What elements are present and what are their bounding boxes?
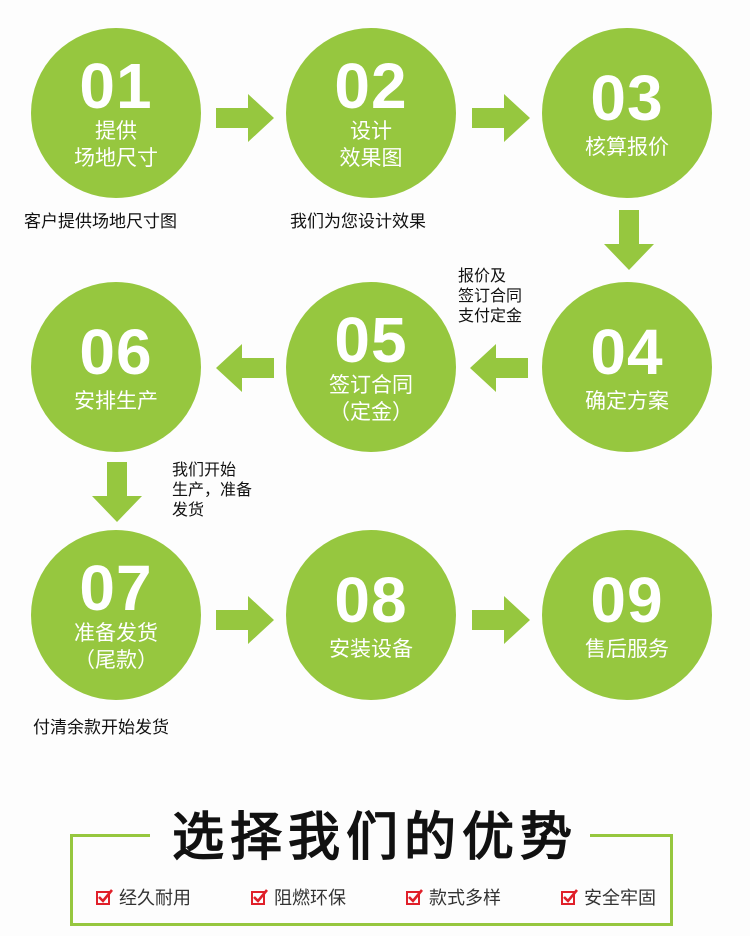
step-number: 07 bbox=[79, 552, 153, 624]
step-number: 03 bbox=[590, 61, 664, 134]
advantage-item: 阻燃环保 bbox=[251, 884, 346, 910]
note-step-01: 客户提供场地尺寸图 bbox=[24, 212, 177, 232]
step-label: （定金） bbox=[329, 400, 413, 424]
advantage-label: 阻燃环保 bbox=[274, 888, 346, 909]
advantages-list: 经久耐用 阻燃环保 款式多样 安全牢固 bbox=[96, 884, 656, 910]
step-06-circle: 06 安排生产 bbox=[31, 282, 201, 452]
step-09-circle: 09 售后服务 bbox=[542, 530, 712, 700]
note-line: 签订合同 bbox=[458, 286, 523, 305]
arrow-right-icon bbox=[472, 94, 530, 142]
step-number: 06 bbox=[79, 315, 153, 388]
step-number: 01 bbox=[79, 50, 153, 122]
note-line: 报价及 bbox=[458, 266, 507, 285]
step-label: 场地尺寸 bbox=[74, 146, 158, 170]
step-number: 04 bbox=[590, 315, 664, 388]
step-label: 核算报价 bbox=[585, 134, 669, 159]
step-label: 安装设备 bbox=[329, 636, 413, 661]
step-label: 售后服务 bbox=[585, 636, 669, 661]
note-line: 我们开始 bbox=[172, 460, 237, 479]
step-03-circle: 03 核算报价 bbox=[542, 28, 712, 198]
step-label: 效果图 bbox=[339, 146, 403, 170]
arrow-down-icon bbox=[604, 210, 654, 270]
advantages-title: 选择我们的优势 bbox=[171, 808, 578, 868]
step-number: 05 bbox=[334, 304, 408, 376]
checkbox-checked-icon bbox=[96, 888, 113, 905]
step-07-circle: 07 准备发货 （尾款） bbox=[31, 530, 201, 700]
checkbox-checked-icon bbox=[251, 888, 268, 905]
step-label: 签订合同 bbox=[329, 373, 413, 397]
note-step-04: 报价及 签订合同 支付定金 bbox=[458, 266, 522, 326]
advantages-title-backdrop bbox=[150, 820, 590, 850]
checkbox-checked-icon bbox=[406, 888, 423, 905]
note-line: 我们为您设计效果 bbox=[290, 212, 426, 232]
step-02-circle: 02 设计 效果图 bbox=[286, 28, 456, 198]
note-line: 发货 bbox=[172, 500, 205, 519]
advantage-item: 经久耐用 bbox=[96, 884, 191, 910]
advantage-item: 款式多样 bbox=[406, 884, 501, 910]
arrow-left-icon bbox=[216, 344, 274, 392]
arrow-down-icon bbox=[92, 462, 142, 522]
arrow-left-icon bbox=[470, 344, 528, 392]
checkbox-checked-icon bbox=[561, 888, 578, 905]
arrow-right-icon bbox=[216, 596, 274, 644]
advantage-label: 经久耐用 bbox=[119, 888, 191, 909]
advantage-label: 安全牢固 bbox=[584, 888, 656, 909]
step-label: 设计 bbox=[350, 119, 392, 143]
note-step-07: 付清余款开始发货 bbox=[33, 718, 169, 738]
step-label: （尾款） bbox=[74, 648, 158, 672]
step-01-circle: 01 提供 场地尺寸 bbox=[31, 28, 201, 198]
step-number: 08 bbox=[334, 563, 408, 636]
step-08-circle: 08 安装设备 bbox=[286, 530, 456, 700]
step-number: 02 bbox=[334, 50, 408, 122]
step-label: 提供 bbox=[95, 119, 137, 143]
step-04-circle: 04 确定方案 bbox=[542, 282, 712, 452]
step-label: 准备发货 bbox=[74, 621, 158, 645]
step-number: 09 bbox=[590, 563, 664, 636]
arrow-right-icon bbox=[472, 596, 530, 644]
note-line: 付清余款开始发货 bbox=[33, 718, 169, 738]
advantage-label: 款式多样 bbox=[429, 888, 501, 909]
note-line: 支付定金 bbox=[458, 306, 523, 325]
note-step-06: 我们开始 生产，准备 发货 bbox=[172, 460, 252, 520]
step-05-circle: 05 签订合同 （定金） bbox=[286, 282, 456, 452]
arrow-right-icon bbox=[216, 94, 274, 142]
note-line: 生产，准备 bbox=[172, 480, 253, 499]
note-line: 客户提供场地尺寸图 bbox=[24, 212, 177, 232]
step-label: 安排生产 bbox=[74, 388, 158, 413]
step-label: 确定方案 bbox=[585, 388, 669, 413]
note-step-02: 我们为您设计效果 bbox=[290, 212, 426, 232]
advantage-item: 安全牢固 bbox=[561, 884, 656, 910]
